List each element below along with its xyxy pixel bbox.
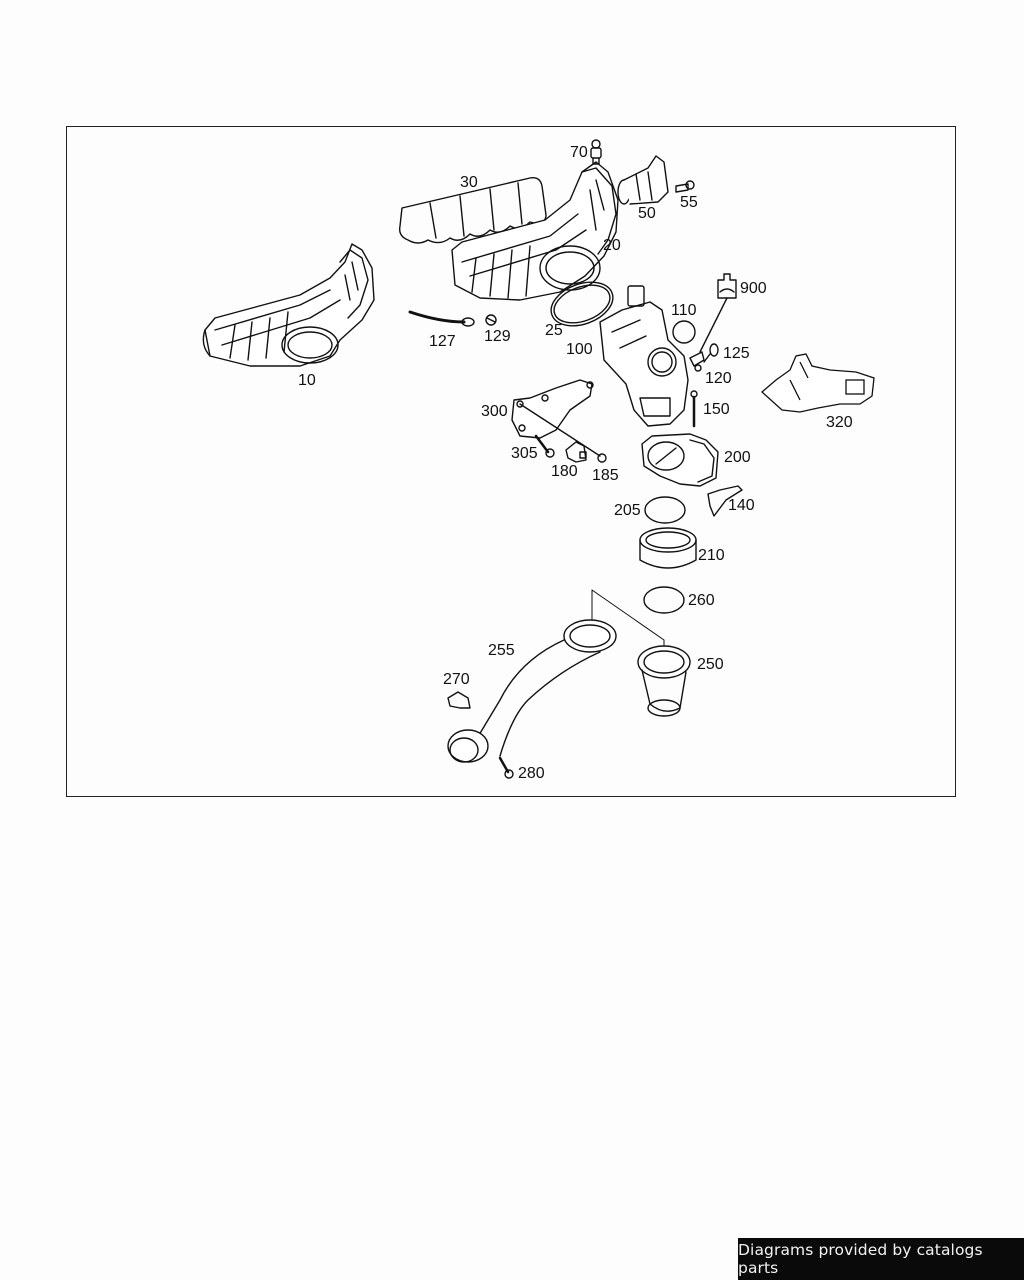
part-185-nut [597,453,607,463]
part-55-bolt [675,180,695,193]
callout-100[interactable]: 100 [566,341,593,358]
footer-credit-text: Diagrams provided by catalogs parts [738,1241,983,1277]
callout-50[interactable]: 50 [638,205,656,222]
callout-127[interactable]: 127 [429,333,456,350]
callout-305[interactable]: 305 [511,445,538,462]
part-129-clip [485,314,497,326]
callout-55[interactable]: 55 [680,194,698,211]
callout-25[interactable]: 25 [545,322,563,339]
part-210-adapter [639,527,697,569]
part-305-bolt [534,434,555,458]
callout-10[interactable]: 10 [298,372,316,389]
callout-120[interactable]: 120 [705,370,732,387]
part-260-clamp [643,586,685,614]
part-125-bolt [703,343,719,363]
callout-200[interactable]: 200 [724,449,751,466]
callout-205[interactable]: 205 [614,502,641,519]
part-25-o-ring [550,281,614,327]
callout-125[interactable]: 125 [723,345,750,362]
part-20-intake-manifold-right [451,161,619,301]
part-255-hose [447,619,617,763]
part-127-hose [408,310,475,327]
callout-250[interactable]: 250 [697,656,724,673]
part-120-sensor [689,351,705,372]
part-70-sensor [590,139,602,165]
part-205-o-ring [644,496,686,524]
callout-180[interactable]: 180 [551,463,578,480]
callout-110[interactable]: 110 [671,302,697,319]
footer-credit-badge: Diagrams provided by catalogs parts [738,1238,1024,1280]
part-100-throttle-housing [599,285,689,427]
part-250-elbow [637,645,691,717]
part-50-housing [617,155,669,205]
callout-270[interactable]: 270 [443,671,470,688]
callout-900[interactable]: 900 [740,280,767,297]
part-110-o-ring [672,320,696,344]
callout-129[interactable]: 129 [484,328,511,345]
callout-320[interactable]: 320 [826,414,853,431]
part-900-connector [699,273,737,353]
callout-280[interactable]: 280 [518,765,545,782]
callout-20[interactable]: 20 [603,237,621,254]
callout-260[interactable]: 260 [688,592,715,609]
callout-140[interactable]: 140 [728,497,755,514]
part-10-intake-manifold-left [202,243,375,367]
callout-300[interactable]: 300 [481,403,508,420]
part-300-bracket [511,379,601,457]
callout-70[interactable]: 70 [570,144,588,161]
part-270-clip [447,691,471,709]
callout-255[interactable]: 255 [488,642,515,659]
callout-150[interactable]: 150 [703,401,730,418]
part-140-bracket [707,485,743,517]
callout-210[interactable]: 210 [698,547,725,564]
part-280-bolt [498,756,514,779]
part-180-bracket [565,441,587,463]
callout-30[interactable]: 30 [460,174,478,191]
callout-185[interactable]: 185 [592,467,619,484]
part-200-throttle-body [641,433,719,487]
part-150-bolt [690,390,698,428]
